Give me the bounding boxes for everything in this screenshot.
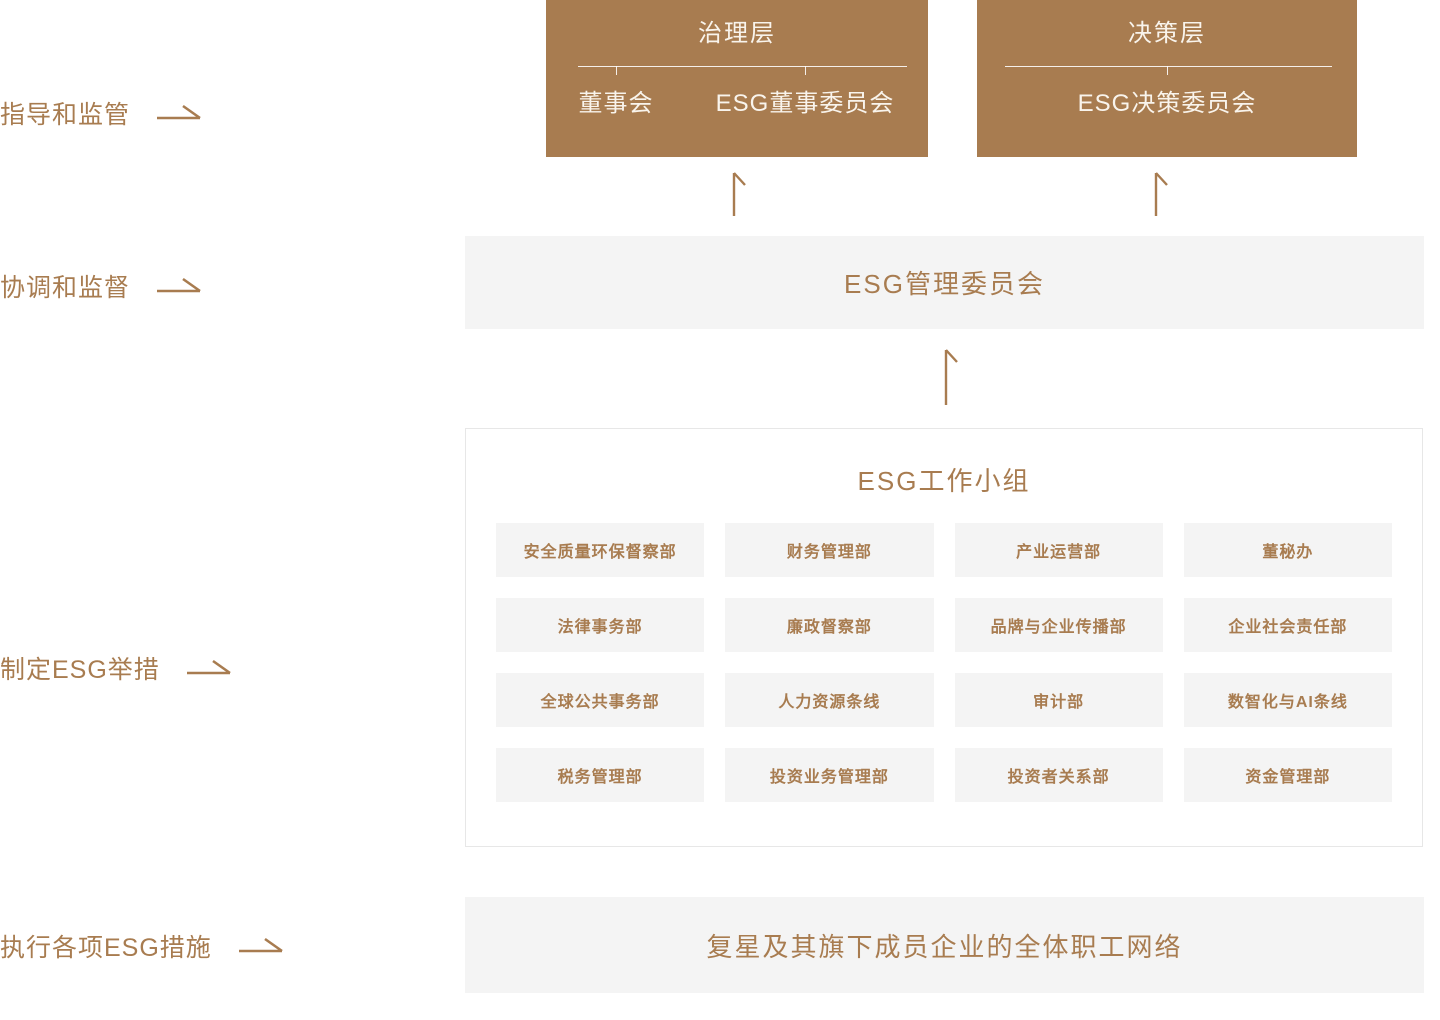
department-cell: 财务管理部	[725, 523, 934, 577]
department-cell: 税务管理部	[496, 748, 705, 802]
staff-network-label: 复星及其旗下成员企业的全体职工网络	[706, 931, 1183, 962]
department-cell: 投资业务管理部	[725, 748, 934, 802]
governance-layer-title: 治理层	[698, 20, 776, 47]
department-cell: 资金管理部	[1183, 748, 1392, 802]
department-cell: 廉政督察部	[725, 598, 934, 652]
department-grid: 安全质量环保督察部 财务管理部 产业运营部 董秘办 法律事务部 廉政督察部 品牌…	[496, 523, 1392, 802]
divider-tick	[616, 66, 617, 75]
department-cell: 法律事务部	[496, 598, 705, 652]
esg-management-committee-label: ESG管理委员会	[844, 269, 1045, 299]
esg-management-committee-bar: ESG管理委员会	[465, 236, 1424, 329]
flow-label-text: 执行各项ESG措施	[0, 934, 212, 962]
esg-working-group-panel: ESG工作小组 安全质量环保督察部 财务管理部 产业运营部 董秘办 法律事务部 …	[465, 428, 1423, 847]
department-cell: 投资者关系部	[954, 748, 1163, 802]
board-of-directors-label: 董事会	[578, 90, 654, 117]
department-cell: 审计部	[954, 673, 1163, 727]
department-cell: 安全质量环保督察部	[496, 523, 705, 577]
flow-label-text: 制定ESG举措	[0, 656, 160, 684]
decision-layer-box: 决策层 ESG决策委员会	[977, 0, 1357, 157]
flow-label-formulate: 制定ESG举措	[0, 650, 232, 686]
department-cell: 董秘办	[1183, 523, 1392, 577]
divider-line	[578, 66, 907, 67]
department-cell: 企业社会责任部	[1183, 598, 1392, 652]
esg-board-committee-label: ESG董事委员会	[715, 90, 895, 117]
department-cell: 品牌与企业传播部	[954, 598, 1163, 652]
flow-label-text: 协调和监督	[0, 274, 131, 302]
harpoon-right-icon	[157, 104, 201, 120]
esg-working-group-title: ESG工作小组	[857, 466, 1031, 496]
staff-network-bar: 复星及其旗下成员企业的全体职工网络	[465, 897, 1424, 993]
governance-layer-box: 治理层 董事会 ESG董事委员会	[546, 0, 928, 157]
harpoon-up-icon	[1148, 171, 1172, 222]
flow-label-execute: 执行各项ESG措施	[0, 928, 284, 964]
flow-label-text: 指导和监管	[0, 101, 131, 129]
decision-layer-title: 决策层	[1128, 20, 1206, 47]
flow-label-guidance: 指导和监管	[0, 95, 202, 131]
department-cell: 人力资源条线	[725, 673, 934, 727]
flow-label-coordination: 协调和监督	[0, 268, 202, 304]
harpoon-right-icon	[186, 659, 231, 675]
esg-decision-committee-label: ESG决策委员会	[1077, 90, 1257, 117]
divider-tick	[805, 66, 806, 75]
harpoon-up-icon	[726, 171, 750, 222]
divider-tick	[1167, 66, 1168, 75]
harpoon-up-icon	[938, 348, 962, 411]
harpoon-right-icon	[238, 937, 283, 953]
divider-line	[1005, 66, 1332, 67]
harpoon-right-icon	[157, 277, 201, 293]
department-cell: 产业运营部	[954, 523, 1163, 577]
department-cell: 数智化与AI条线	[1183, 673, 1392, 727]
department-cell: 全球公共事务部	[496, 673, 705, 727]
